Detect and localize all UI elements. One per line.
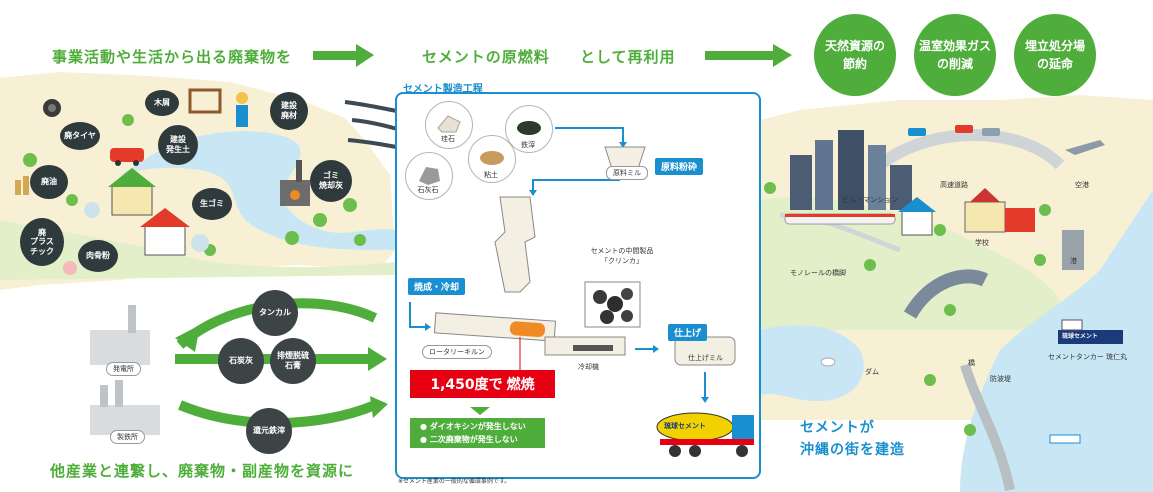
clay-icon (480, 151, 504, 165)
town-illustration (15, 88, 366, 275)
waste-soil-l2: 発生土 (166, 145, 190, 154)
waste-raw-garbage-label: 生ゴミ (200, 199, 224, 209)
industry-bottom-text: 他産業と連繋し、廃棄物・副産物を資源に (50, 462, 355, 480)
process-title: セメント製造工程 (403, 84, 483, 95)
waste-bubble-construction: 建設廃材 (270, 92, 308, 130)
waste-construction-l1: 建設 (281, 101, 297, 111)
waste-construction-l2: 廃材 (281, 111, 297, 120)
benefit-circle-resources: 天然資源の節約 (814, 14, 896, 96)
monorail-bridge-label: モノレールの橋脚 (790, 269, 846, 277)
iron-slag-icon (517, 121, 541, 135)
waste-ash-l2: 焼却灰 (319, 181, 343, 190)
city-illustration (764, 125, 1123, 444)
waste-soil-l1: 建設 (170, 135, 186, 145)
waste-wood-label: 木屑 (154, 98, 170, 108)
clinker-caption: セメントの中間製品 「クリンカ」 (582, 246, 662, 266)
process-footnote: ※セメント産業の一般的な循環事例です。 (398, 478, 511, 485)
no-dioxin-text: ダイオキシンが発生しない (429, 422, 526, 431)
benefit-1-line2: 節約 (842, 57, 867, 71)
waste-ash-l1: ゴミ (323, 171, 339, 181)
tanker-hull-label: 琉球セメント (1062, 333, 1098, 340)
limestone-icon (419, 167, 440, 185)
waste-tire-label: 廃タイヤ (64, 131, 96, 141)
waste-bubble-tire: 廃タイヤ (60, 122, 100, 150)
tankaru-circle: タンカル (252, 290, 298, 336)
power-plant-label: 発電所 (106, 362, 141, 376)
truck-label: 琉球セメント (664, 422, 706, 430)
raw-mill-label: 原料ミル (606, 166, 648, 180)
city-message-line1: セメントが (800, 420, 875, 436)
gypsum-circle: 排煙脱硫石膏 (270, 338, 316, 384)
process-diagram (409, 127, 736, 415)
header-middle-text-a: セメントの原燃料 (422, 48, 550, 66)
waste-plastic-l2: プラス (30, 237, 54, 247)
temperature-word: 燃焼 (506, 377, 535, 393)
city-message: セメントが 沖縄の街を建造 (800, 417, 905, 461)
buildings-label: ビル・マンション (842, 196, 898, 204)
no-secondary-row: ● 二次廃棄物が発生しない (420, 435, 518, 444)
waste-oil-label: 廃油 (41, 177, 57, 187)
material-limestone-label: 石灰石 (417, 186, 439, 194)
benefit-2-line1: 温室効果ガス (918, 39, 991, 53)
coal-ash-circle: 石炭灰 (218, 338, 264, 384)
dam-label: ダム (865, 368, 879, 376)
cement-truck-icon (656, 412, 754, 457)
firing-cooling-label: 焼成・冷却 (408, 278, 466, 295)
gypsum-label-l2: 石膏 (285, 361, 301, 370)
finishing-label: 仕上げ (668, 324, 708, 341)
waste-plastic-l3: チック (30, 246, 54, 256)
benefit-3-line2: の延命 (1036, 57, 1073, 71)
breakwater-label: 防波堤 (990, 375, 1011, 383)
rotary-kiln-label: ロータリーキルン (422, 345, 492, 359)
finish-mill-label: 仕上げミル (688, 354, 723, 362)
clinker-caption-line2: 「クリンカ」 (601, 257, 643, 265)
no-secondary-text: 二次廃棄物が発生しない (429, 435, 518, 444)
material-silica-circle (425, 101, 473, 149)
cooler-label: 冷却機 (578, 363, 599, 371)
material-iron-slag-label: 鉄滓 (521, 141, 535, 149)
port-label: 港 (1070, 257, 1077, 265)
material-clay-circle (468, 135, 516, 183)
benefit-1-line1: 天然資源の (824, 39, 885, 53)
material-clay-label: 粘土 (484, 171, 498, 179)
header-left-text: 事業活動や生活から出る廃棄物を (52, 48, 293, 66)
waste-bubble-plastic: 廃プラスチック (20, 218, 64, 266)
benefit-3-line1: 埋立処分場 (1024, 39, 1085, 53)
gypsum-label-l1: 排煙脱硫 (277, 351, 309, 361)
waste-bone-meal-label: 肉骨粉 (86, 251, 110, 261)
header-middle-text-b: として再利用 (580, 48, 676, 66)
city-message-line2: 沖縄の街を建造 (800, 442, 905, 458)
tankaru-label: タンカル (259, 308, 291, 318)
benefit-circle-greenhouse: 温室効果ガスの削減 (914, 14, 996, 96)
coal-ash-label: 石炭灰 (229, 356, 253, 366)
environment-box: ● ダイオキシンが発生しない ● 二次廃棄物が発生しない (410, 418, 545, 448)
clinker-caption-line1: セメントの中間製品 (590, 247, 654, 255)
temperature-value: 1,450度で (430, 377, 503, 393)
material-iron-slag-circle (505, 105, 553, 153)
raw-grinding-label: 原料粉砕 (655, 158, 704, 175)
waste-bubble-wood: 木屑 (145, 90, 179, 116)
benefit-2-line2: の削減 (936, 57, 973, 71)
airport-label: 空港 (1075, 181, 1089, 189)
highway-label: 高速道路 (940, 181, 968, 189)
silica-icon (437, 115, 461, 133)
benefit-circle-landfill: 埋立処分場の延命 (1014, 14, 1096, 96)
steel-plant-label: 製鉄所 (110, 430, 145, 444)
cement-tanker-label: セメントタンカー 琉仁丸 (1048, 353, 1128, 361)
waste-bubble-soil: 建設発生土 (158, 125, 198, 165)
reduced-slag-circle: 還元鉄滓 (246, 408, 292, 454)
waste-bubble-oil: 廃油 (30, 165, 68, 199)
waste-bubble-bone-meal: 肉骨粉 (78, 240, 118, 272)
material-silica-label: 珪石 (441, 135, 455, 143)
material-limestone-circle (405, 152, 453, 200)
waste-bubble-garbage-ash: ゴミ焼却灰 (310, 160, 352, 202)
waste-bubble-raw-garbage: 生ゴミ (192, 188, 232, 220)
temperature-banner: 1,450度で燃焼 (410, 370, 555, 398)
school-label: 学校 (975, 239, 989, 247)
waste-plastic-l1: 廃 (38, 227, 46, 237)
reduced-slag-label: 還元鉄滓 (253, 426, 285, 436)
no-dioxin-row: ● ダイオキシンが発生しない (420, 422, 526, 431)
bridge-label: 橋 (968, 359, 975, 367)
